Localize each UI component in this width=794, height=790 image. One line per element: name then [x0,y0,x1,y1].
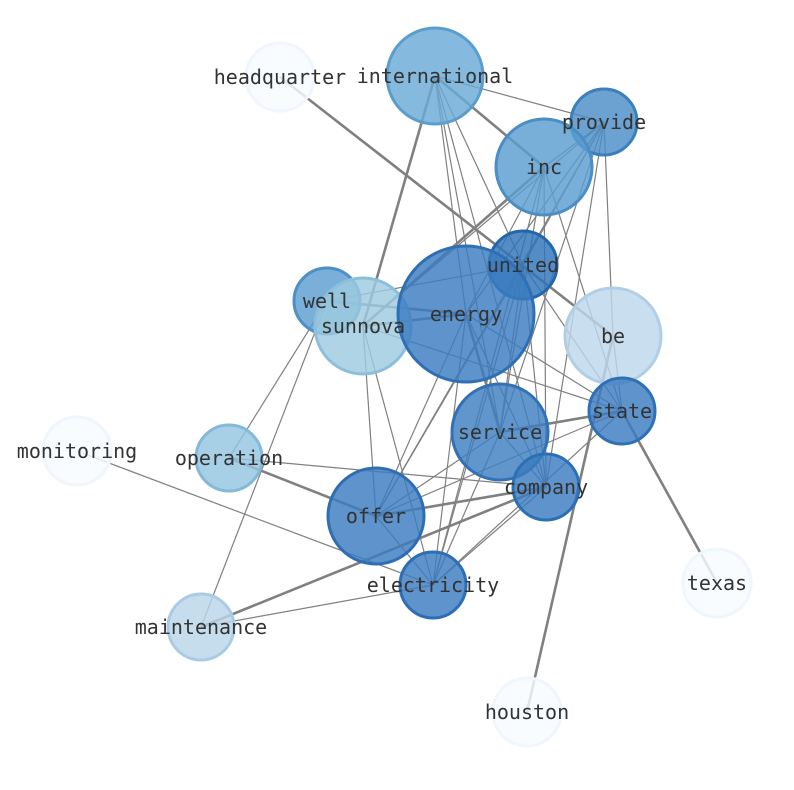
node-layer [41,26,753,748]
edge-headquarter-be [279,75,614,338]
node-label-international: international [357,64,514,88]
node-maintenance [166,592,236,662]
edge-well-maintenance [200,300,328,628]
node-company [511,452,581,522]
node-label-offer: offer [346,504,406,528]
node-label-headquarter: headquarter [214,65,346,89]
node-state [587,376,657,446]
node-label-state: state [592,399,652,423]
node-offer [326,466,426,566]
node-headquarter [244,41,316,113]
node-label-maintenance: maintenance [135,615,267,639]
node-label-sunnova: sunnova [321,314,405,338]
node-provide [569,87,639,157]
node-energy [396,244,536,384]
node-label-electricity: electricity [367,573,499,597]
node-inc [494,117,594,217]
node-label-united: united [487,253,559,277]
node-label-energy: energy [430,302,502,326]
node-label-be: be [601,324,625,348]
node-label-service: service [458,420,542,444]
node-label-houston: houston [485,700,569,724]
node-label-provide: provide [562,110,646,134]
node-label-texas: texas [687,571,747,595]
node-service [450,382,550,482]
node-label-well: well [303,289,351,313]
node-label-company: company [504,475,588,499]
node-label-inc: inc [526,155,562,179]
node-houston [491,676,563,748]
node-texas [681,547,753,619]
node-international [385,26,485,126]
edge-electricity-maintenance [200,584,434,628]
node-electricity [398,550,468,620]
node-operation [194,423,264,493]
node-label-monitoring: monitoring [17,439,137,463]
node-monitoring [41,415,113,487]
node-label-operation: operation [175,446,283,470]
